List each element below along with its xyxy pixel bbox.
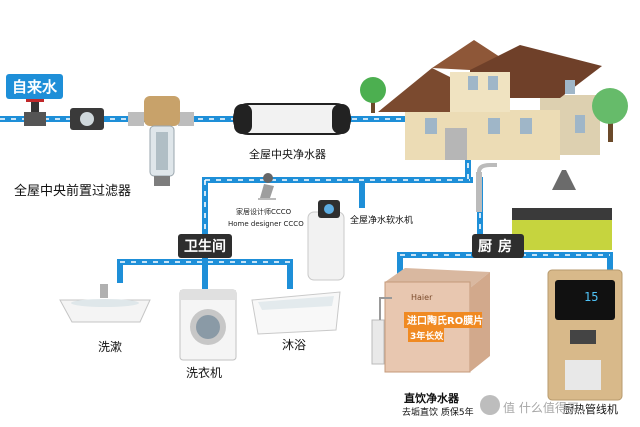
ro-membrane-banner: 进口陶氏RO膜片: [407, 316, 484, 327]
water-meter-icon: [70, 108, 104, 130]
designer-caption-line2: Home designer CCCO: [228, 220, 304, 228]
bath-label: 沐浴: [282, 338, 307, 352]
dispenser-label: 厨热管线机: [563, 403, 618, 416]
softener-icon: [307, 200, 345, 281]
bathtub-icon: [251, 291, 341, 335]
brand-logo: Haier: [411, 293, 433, 302]
tree-icon: [592, 88, 628, 142]
wash-basin-label: 洗漱: [98, 340, 123, 354]
washing-machine-icon: [179, 289, 237, 361]
designer-caption-line1: 家居设计师CCCO: [236, 208, 292, 216]
kitchen-tag: 厨房: [472, 234, 524, 258]
kitchen-counter-icon: [476, 163, 612, 250]
central-purifier-icon: [233, 103, 351, 135]
house-illustration: [378, 40, 602, 160]
ro-warranty-badge: 3年长效: [410, 332, 444, 342]
person-icon: [258, 173, 276, 200]
watermark-logo: [480, 395, 500, 415]
ro-purifier-icon: [371, 268, 490, 373]
tree-icon: [360, 77, 386, 113]
watermark-text: 值 什么值得买: [503, 401, 579, 415]
dispenser-icon: [547, 269, 623, 401]
wash-basin-icon: [59, 284, 151, 323]
direct-drink-subtitle: 去垢直饮 质保5年: [402, 408, 474, 418]
source-label: 自来水: [6, 74, 64, 99]
direct-drink-label: 直饮净水器: [404, 392, 459, 405]
bathroom-tag: 卫生间: [178, 234, 232, 258]
valve-icon: [24, 98, 46, 126]
washing-machine-label: 洗衣机: [186, 366, 223, 380]
prefilter-label: 全屋中央前置过滤器: [14, 184, 132, 199]
softener-label: 全屋净水软水机: [350, 216, 414, 226]
prefilter-icon: [128, 96, 194, 186]
dispenser-display: 15: [584, 290, 599, 304]
central-purifier-label: 全屋中央净水器: [249, 148, 326, 161]
